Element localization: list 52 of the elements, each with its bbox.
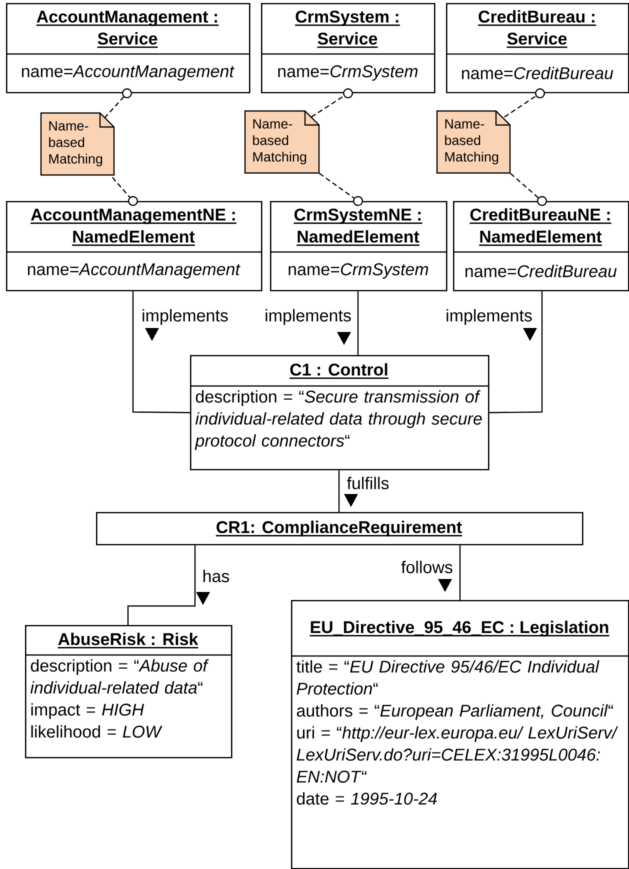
object-heading: CR1: ComplianceRequirement	[216, 520, 462, 537]
object-heading: EU_Directive_95_46_EC : Legislation	[310, 620, 610, 637]
object-box	[6, 3, 250, 94]
edge-label: fulfills	[346, 476, 390, 490]
object-heading: C1 : Control	[290, 363, 388, 379]
association-line	[127, 545, 196, 625]
object-box	[446, 3, 629, 94]
attribute-text: authors = “European Parliament, Council“	[296, 704, 613, 720]
association-line	[489, 291, 543, 414]
attribute-text: name=CrmSystem	[278, 65, 418, 81]
edge-label: implements	[264, 308, 352, 326]
attribute-text: name=CreditBureau	[466, 264, 617, 278]
edge-label: implements	[444, 308, 534, 326]
object-box	[261, 3, 436, 94]
association-line	[132, 291, 190, 414]
object-box	[6, 201, 262, 292]
object-heading: CrmSystem : Service	[295, 10, 400, 48]
dashed-connector	[504, 88, 545, 118]
object-box	[291, 600, 629, 869]
attribute-text: impact = HIGH	[31, 703, 144, 720]
note-box: Name-based Matching	[40, 112, 115, 176]
object-heading: CreditBureau : Service	[478, 10, 596, 48]
edge-label: follows	[400, 560, 454, 574]
dashed-connector	[510, 172, 547, 206]
object-heading: CrmSystemNE : NamedElement	[294, 208, 422, 246]
attribute-text: name=AccountManagement	[28, 263, 241, 279]
object-box	[190, 355, 490, 470]
dashed-connector	[311, 88, 353, 118]
attribute-text: date = 1995-10-24	[296, 792, 437, 805]
dashed-connector	[319, 172, 363, 206]
object-box	[270, 201, 448, 292]
object-heading: AbuseRisk : Risk	[58, 632, 198, 648]
object-heading: CreditBureauNE : NamedElement	[470, 208, 612, 246]
note-box: Name-based Matching	[244, 110, 320, 174]
attribute-text: name=CreditBureau	[462, 66, 614, 80]
association-line	[338, 470, 340, 512]
object-box	[453, 201, 629, 292]
object-box	[96, 512, 584, 546]
object-heading: AccountManagement : Service	[36, 10, 219, 48]
dashed-connector	[112, 177, 138, 206]
attribute-text: name=AccountManagement	[22, 65, 235, 81]
note-box: Name-based Matching	[436, 110, 511, 174]
edge-label: implements	[140, 308, 230, 326]
edge-label: has	[201, 568, 231, 584]
object-box	[25, 625, 232, 758]
association-line	[357, 291, 359, 355]
object-heading: AccountManagementNE : NamedElement	[30, 208, 236, 246]
attribute-text: likelihood = LOW	[31, 725, 162, 738]
attribute-text: description = “Secure transmission of individual-related data through secure protocol connectors“	[194, 390, 482, 450]
association-line	[459, 545, 461, 600]
attribute-text: name=CrmSystem	[288, 263, 428, 279]
dashed-connector	[104, 88, 132, 118]
